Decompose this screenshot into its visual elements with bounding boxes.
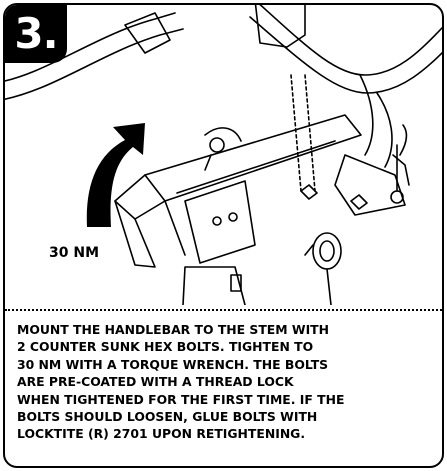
alignment-line (290, 74, 302, 192)
stem-side-plate (184, 180, 256, 264)
handlebar-right-tube (259, 5, 442, 76)
stem-body (144, 114, 362, 202)
rotation-arrow (86, 123, 145, 227)
upper-clamp-block (254, 5, 306, 48)
instruction-text: MOUNT THE HANDLEBAR TO THE STEM WITH 2 C… (17, 322, 345, 442)
adjustment-knob (312, 232, 342, 270)
instruction-panel: 3. 30 NM MOUNT THE HANDLEBAR TO THE STEM… (3, 3, 444, 468)
seat-post (182, 266, 246, 305)
handlebar-assembly-illustration (5, 5, 442, 305)
handlebar-left-tube (5, 12, 176, 82)
hex-bolt (300, 184, 318, 200)
step-number-badge: 3. (5, 5, 67, 63)
section-divider (5, 309, 442, 311)
torque-value-label: 30 NM (49, 245, 100, 261)
front-clamp (334, 154, 406, 216)
